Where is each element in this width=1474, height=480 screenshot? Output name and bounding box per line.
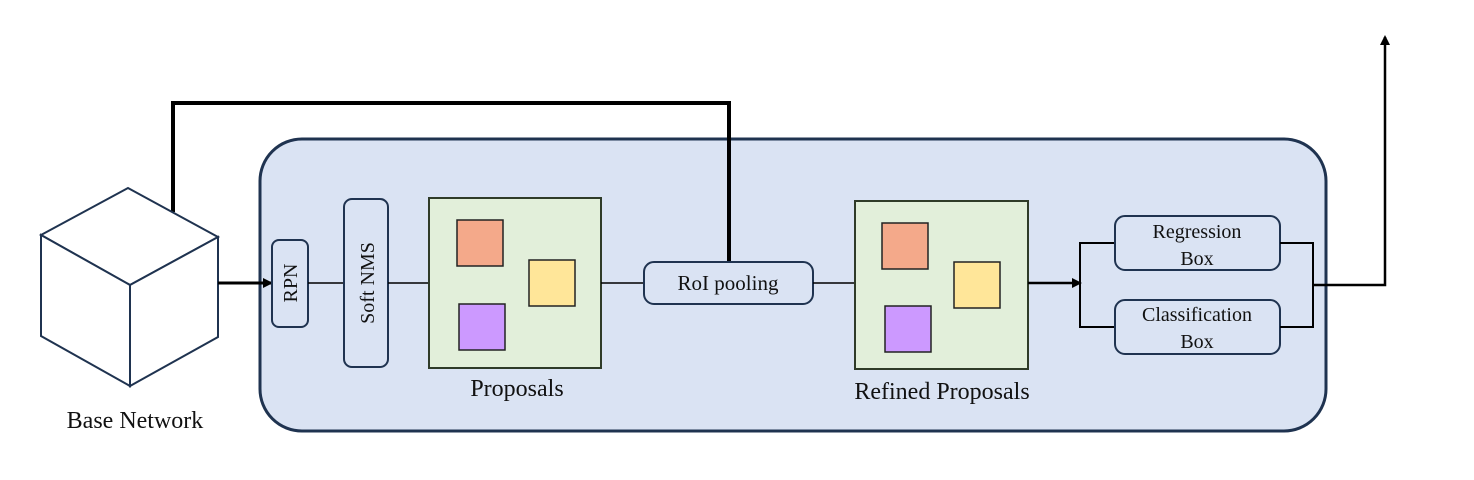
classification-box-label-line2: Box bbox=[1180, 331, 1213, 353]
proposal-square-yellow bbox=[528, 259, 576, 307]
regression-box-label-line2: Box bbox=[1180, 248, 1213, 270]
refined-square-yellow bbox=[953, 261, 1001, 309]
refined-square-salmon bbox=[881, 222, 929, 270]
refined-square-purple bbox=[884, 305, 932, 353]
output-arrow bbox=[1313, 35, 1390, 287]
base-network-label: Base Network bbox=[67, 408, 204, 434]
base-network-cube-icon bbox=[38, 186, 221, 388]
proposal-square-purple bbox=[458, 303, 506, 351]
refined-proposals-box bbox=[854, 200, 1029, 370]
proposal-square-salmon bbox=[456, 219, 504, 267]
roi-pooling-label: RoI pooling bbox=[678, 271, 779, 295]
proposals-label: Proposals bbox=[470, 376, 563, 402]
skip-connection-line bbox=[171, 101, 731, 262]
refined-proposals-label: Refined Proposals bbox=[854, 379, 1029, 405]
classification-box-label-line1: Classification bbox=[1142, 304, 1252, 326]
heads-split-bracket bbox=[1079, 242, 1116, 328]
rpn-label: RPN bbox=[280, 264, 302, 303]
regression-box-label-line1: Regression bbox=[1153, 221, 1242, 243]
soft-nms-label: Soft NMS bbox=[357, 242, 379, 324]
